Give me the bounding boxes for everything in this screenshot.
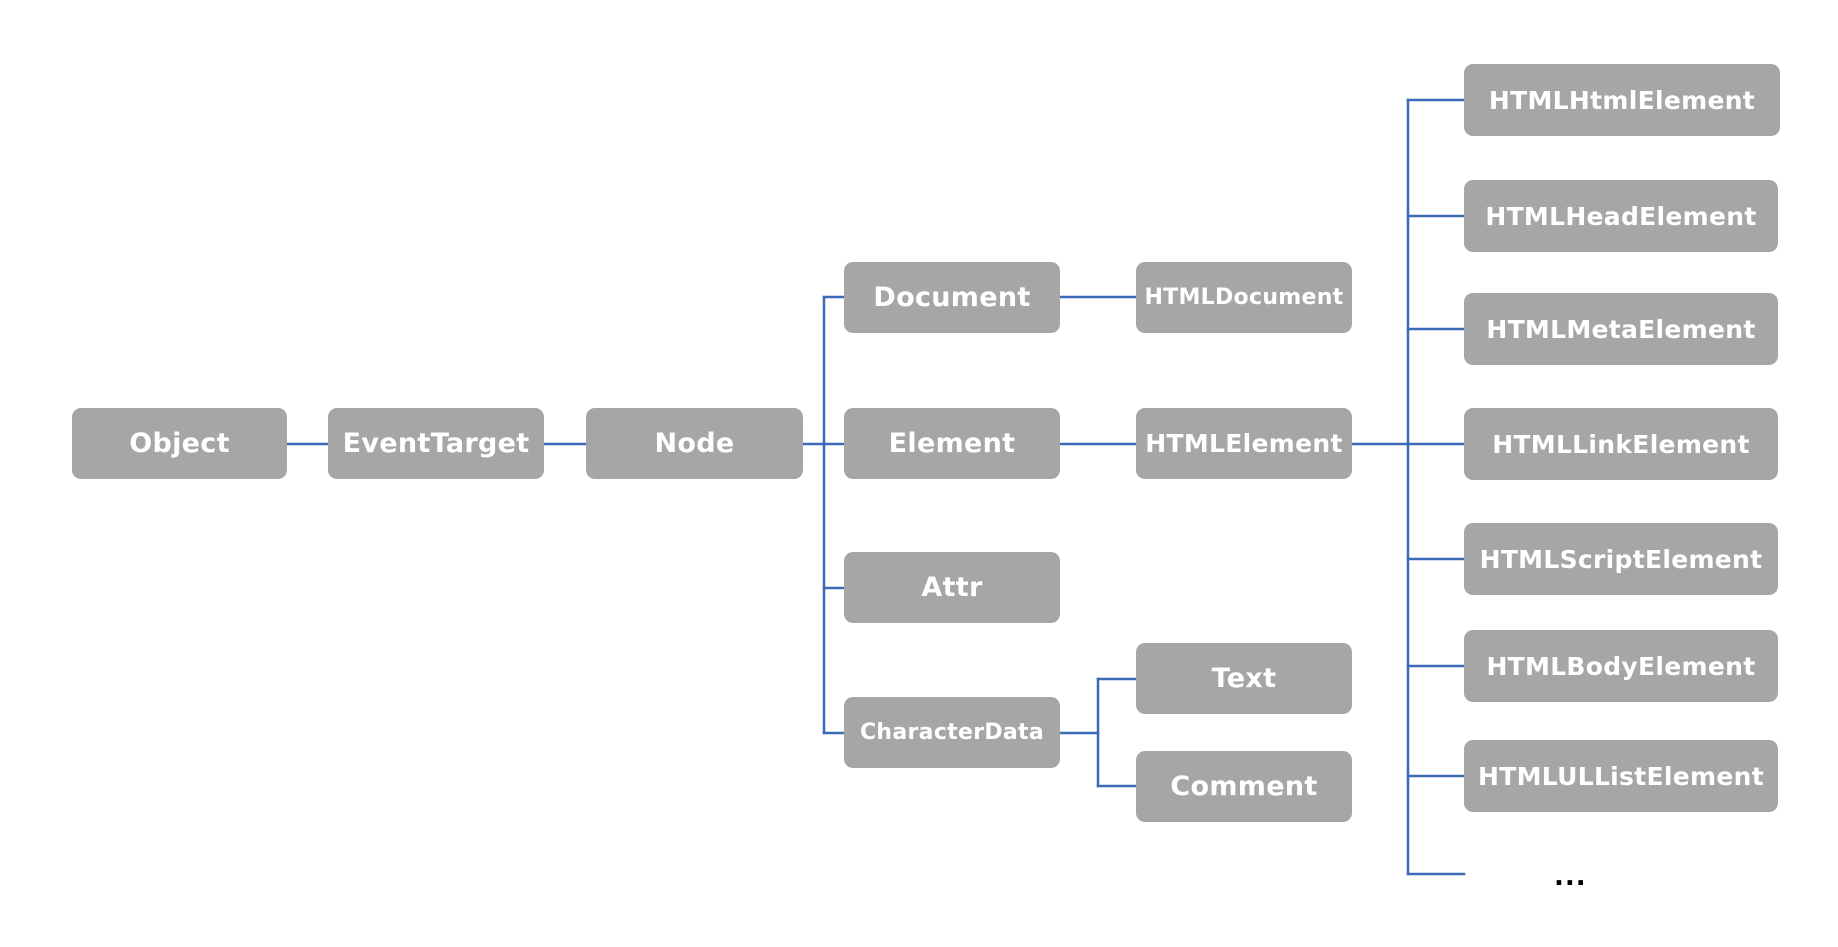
node-htmlelement: HTMLElement <box>1136 408 1352 479</box>
node-htmlhtmlelement: HTMLHtmlElement <box>1464 64 1780 136</box>
node-node: Node <box>586 408 803 479</box>
node-text: Text <box>1136 643 1352 714</box>
node-htmllinkelement: HTMLLinkElement <box>1464 408 1778 480</box>
node-htmlmetaelement: HTMLMetaElement <box>1464 293 1778 365</box>
node-attr: Attr <box>844 552 1060 623</box>
node-characterdata: CharacterData <box>844 697 1060 768</box>
node-comment: Comment <box>1136 751 1352 822</box>
node-object: Object <box>72 408 287 479</box>
node-document: Document <box>844 262 1060 333</box>
node-htmlullistelement: HTMLULListElement <box>1464 740 1778 812</box>
node-element: Element <box>844 408 1060 479</box>
node-eventtarget: EventTarget <box>328 408 544 479</box>
more-indicator: ... <box>1554 862 1587 892</box>
node-htmlheadelement: HTMLHeadElement <box>1464 180 1778 252</box>
node-htmldocument: HTMLDocument <box>1136 262 1352 333</box>
node-htmlbodyelement: HTMLBodyElement <box>1464 630 1778 702</box>
node-htmlscriptelement: HTMLScriptElement <box>1464 523 1778 595</box>
